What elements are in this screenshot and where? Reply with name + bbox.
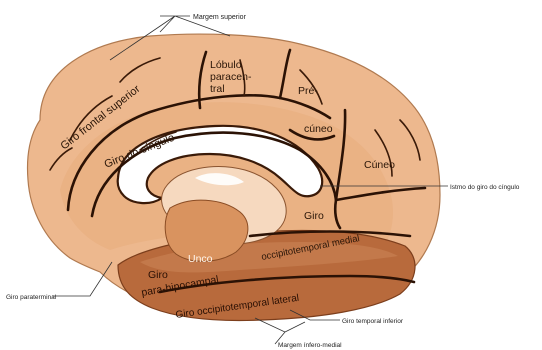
- giro-para-line1: Giro: [148, 269, 168, 281]
- precuneo-line1: Pré-: [298, 85, 318, 97]
- margem-inferomedial-label: Margem ínfero-medial: [278, 342, 342, 349]
- giro-temporal-inferior-label: Giro temporal inferior: [342, 318, 404, 325]
- margem-inferomedial-leader: [255, 318, 305, 344]
- istmo-label: Istmo do giro do cíngulo: [450, 184, 520, 191]
- unco-label: Unco: [188, 253, 213, 265]
- precuneo-line2: cúneo: [304, 123, 333, 135]
- lobulo-paracentral-line2: paracen-: [210, 71, 252, 83]
- giro-occ-medial-line1: Giro: [304, 210, 324, 222]
- margem-superior-label: Margem superior: [193, 14, 247, 21]
- lobulo-paracentral-line3: tral: [210, 83, 225, 95]
- cuneo-label: Cúneo: [364, 159, 395, 171]
- giro-paraterminal-label: Giro paraterminal: [6, 294, 57, 301]
- lobulo-paracentral-line1: Lóbulo: [210, 59, 242, 71]
